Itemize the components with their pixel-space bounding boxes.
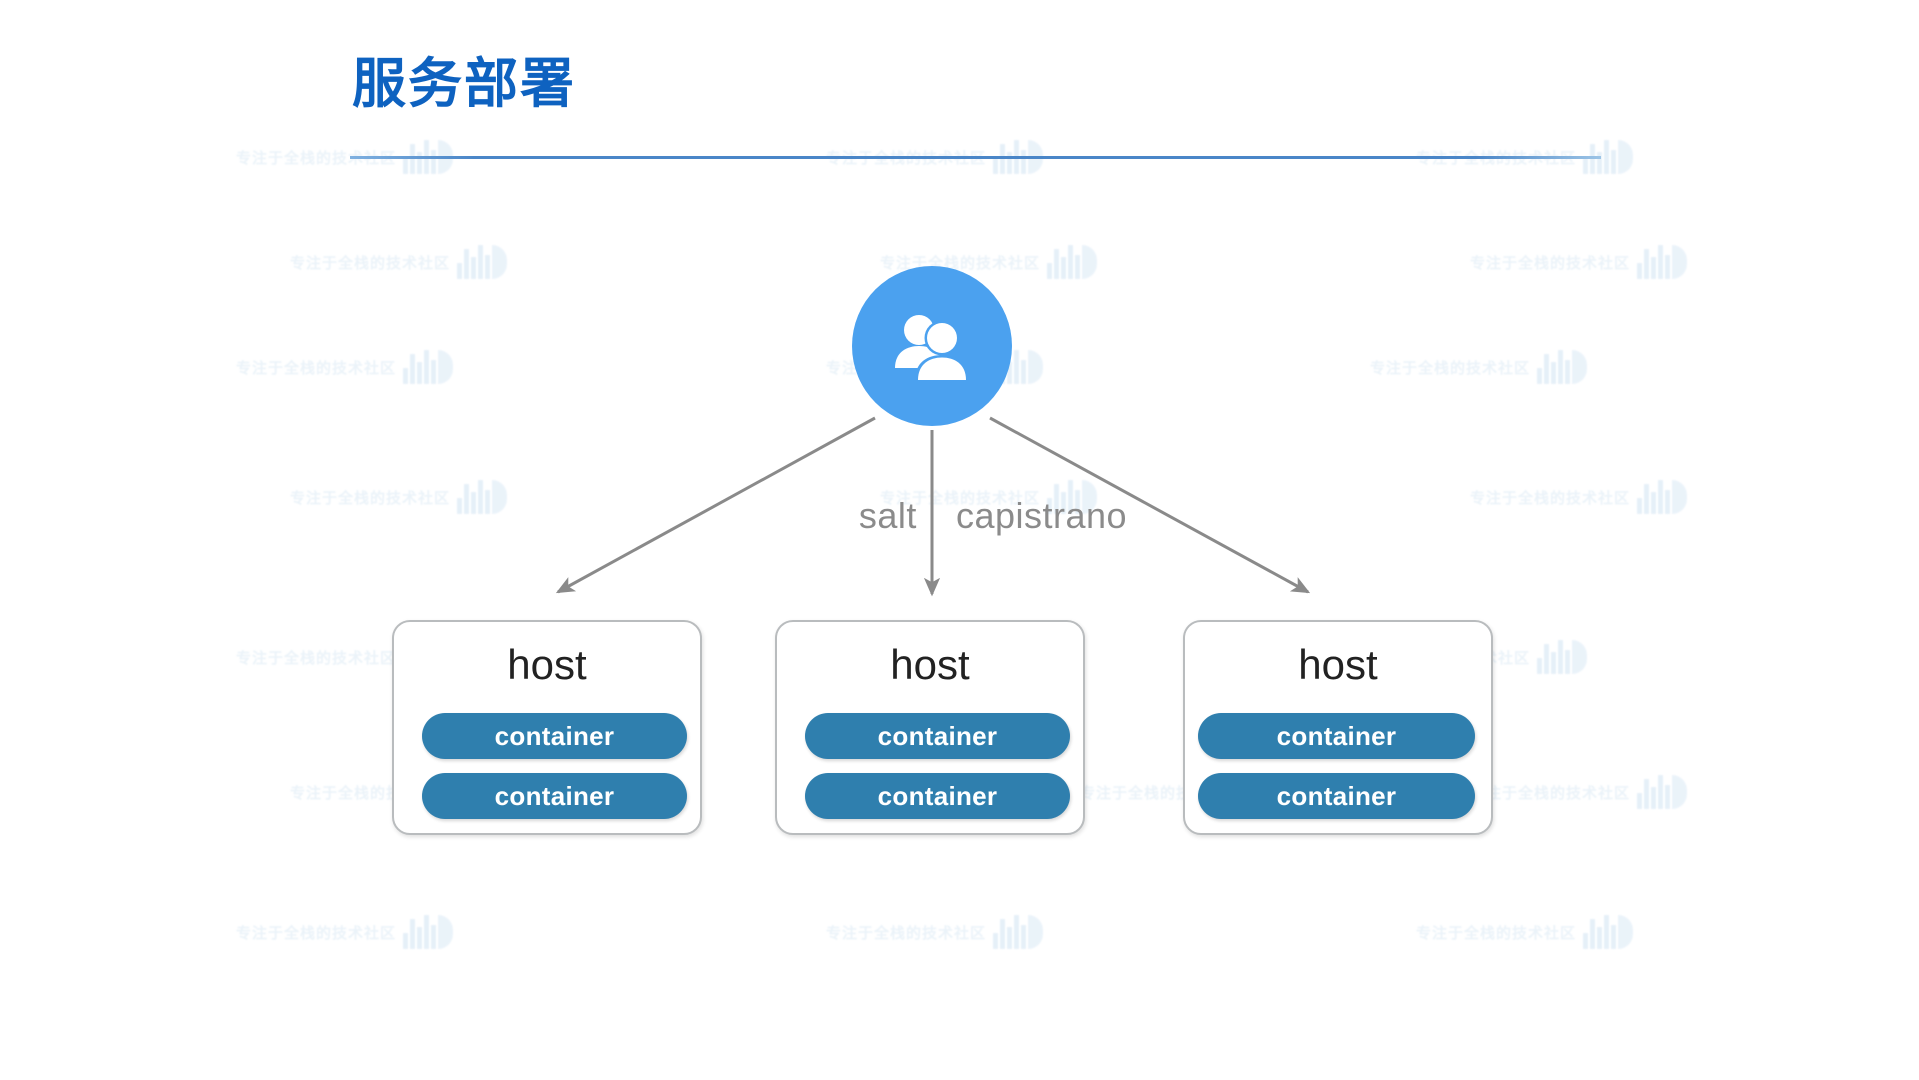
users-icon bbox=[886, 310, 978, 382]
host-label: host bbox=[1298, 641, 1378, 688]
container-pill[interactable]: container bbox=[422, 713, 687, 759]
container-pill[interactable]: container bbox=[805, 773, 1070, 819]
host-box[interactable]: host container container bbox=[1183, 620, 1493, 835]
container-pill[interactable]: container bbox=[1198, 773, 1475, 819]
container-pill[interactable]: container bbox=[805, 713, 1070, 759]
container-pill[interactable]: container bbox=[1198, 713, 1475, 759]
edge-label: salt capistrano bbox=[843, 495, 1143, 537]
edge-label-left: salt bbox=[858, 495, 917, 536]
edge-label-right: capistrano bbox=[955, 495, 1128, 536]
title-divider bbox=[350, 156, 1601, 159]
host-label: host bbox=[507, 641, 587, 688]
host-box[interactable]: host container container bbox=[775, 620, 1085, 835]
host-label: host bbox=[890, 641, 970, 688]
page-title: 服务部署 bbox=[352, 54, 576, 114]
root-node-users[interactable] bbox=[852, 266, 1012, 426]
container-pill[interactable]: container bbox=[422, 773, 687, 819]
host-box[interactable]: host container container bbox=[392, 620, 702, 835]
edge-to-host-1 bbox=[555, 416, 876, 594]
